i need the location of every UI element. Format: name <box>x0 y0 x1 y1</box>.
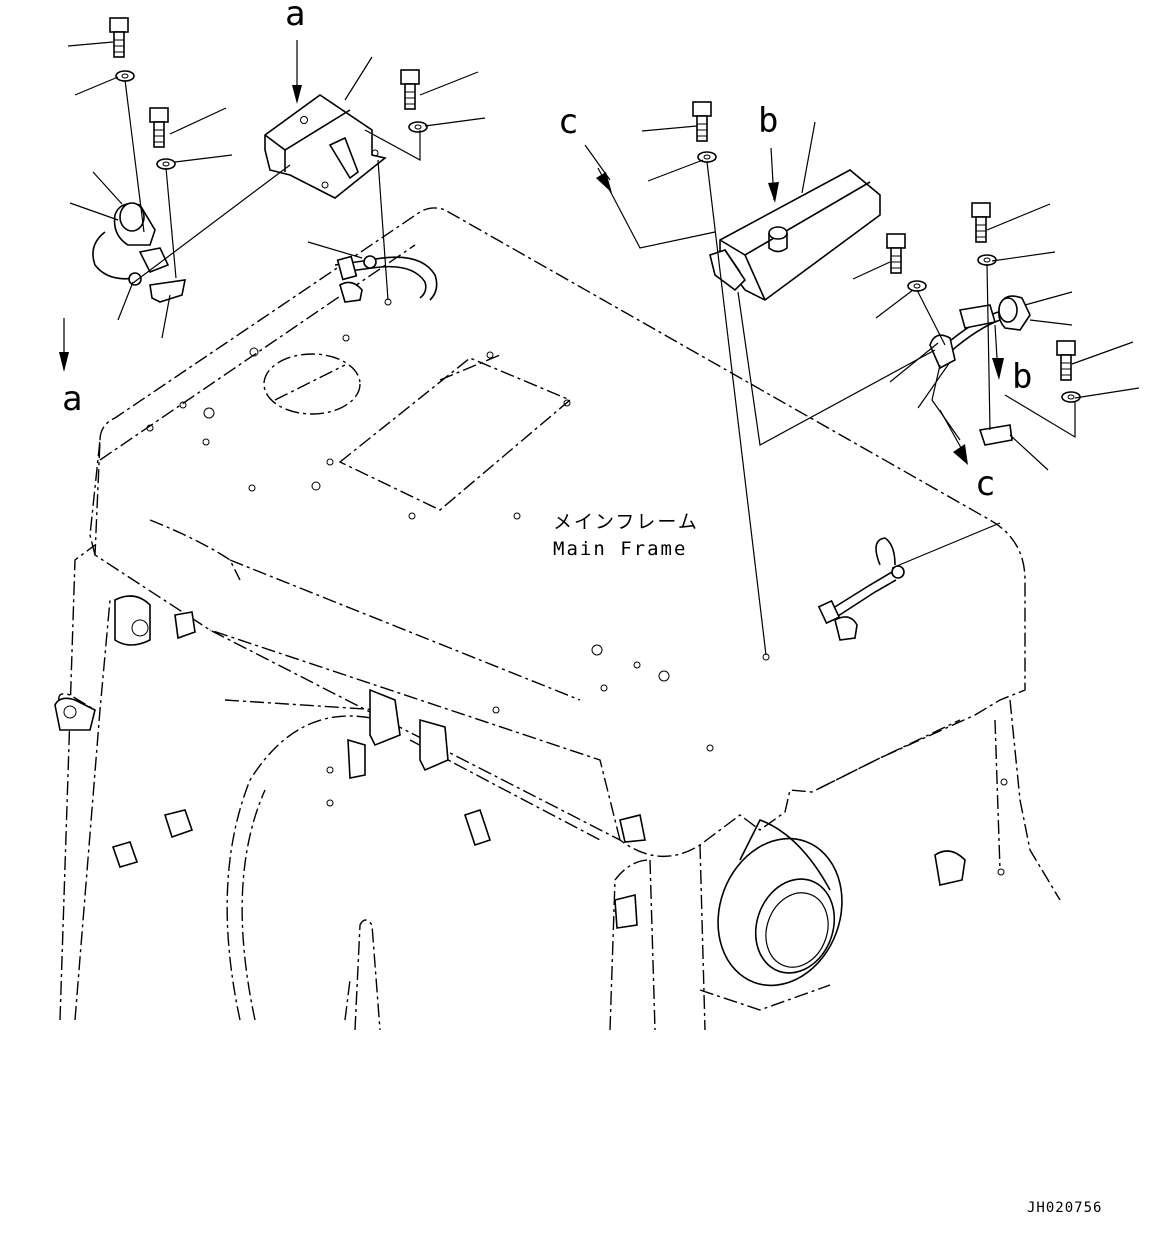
cover-bracket-b <box>709 169 881 301</box>
drawing-code: JH020756 <box>1027 1200 1102 1216</box>
view-arrows <box>59 40 1004 465</box>
view-label-c-top: c <box>558 102 578 142</box>
leader-lines <box>67 41 1140 656</box>
swing-bearing-boss <box>717 818 843 987</box>
main-frame-outline <box>58 207 1061 1031</box>
frame-round-opening <box>263 353 361 415</box>
bolts-right <box>692 101 1081 403</box>
bolts-left <box>109 17 428 170</box>
view-label-b-right: b <box>1012 357 1032 397</box>
view-label-a-top: a <box>285 0 305 34</box>
frame-label-japanese: メインフレーム <box>553 511 699 533</box>
harness-right <box>817 537 905 625</box>
harness-left <box>334 255 438 301</box>
frame-brackets <box>54 281 966 929</box>
view-label-a-left: a <box>62 379 82 419</box>
sensor-b <box>929 295 1031 446</box>
cover-bracket-a <box>264 94 387 199</box>
frame-label-english: Main Frame <box>553 538 687 560</box>
frame-plate-inner <box>439 354 501 381</box>
view-label-b-top: b <box>758 101 778 141</box>
view-label-c-right: c <box>975 464 995 504</box>
frame-holes <box>146 298 1008 876</box>
sensor-a <box>92 202 187 303</box>
frame-plate-outline <box>338 357 572 511</box>
